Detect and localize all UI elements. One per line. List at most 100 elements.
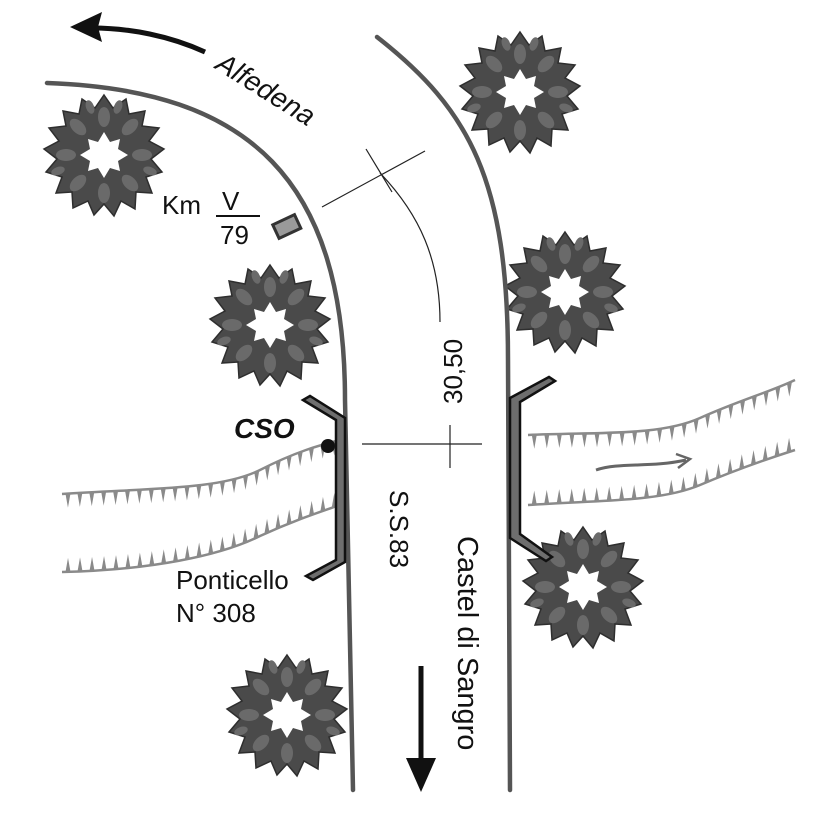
bank-tick (704, 468, 710, 483)
cso-label: CSO (234, 413, 295, 444)
stream-left-ticks (65, 441, 337, 572)
bank-tick (607, 432, 613, 447)
bank-tick (531, 434, 537, 449)
flow-arrow-icon (595, 452, 693, 472)
measurement-lines (321, 148, 482, 468)
bank-tick (739, 454, 745, 469)
bank-tick (619, 432, 625, 447)
bank-tick (149, 551, 155, 566)
km-numerator-label: V (222, 186, 240, 216)
bank-tick (275, 461, 281, 476)
bank-tick (693, 419, 699, 434)
bank-tick (657, 428, 663, 443)
bank-tick (619, 485, 625, 500)
bank-tick (231, 532, 237, 547)
bank-tick (219, 536, 225, 551)
bank-tick (581, 487, 587, 502)
bank-tick (556, 434, 562, 449)
bank-tick (113, 555, 119, 570)
direction-label-south: Castel di Sangro (451, 536, 483, 750)
bank-tick (253, 523, 259, 538)
stream-right-ticks (531, 382, 792, 505)
km-denominator-label: 79 (220, 220, 249, 250)
measurement-label: 30,50 (438, 339, 468, 404)
bank-tick (631, 484, 637, 499)
bank-tick (172, 487, 178, 502)
bank-tick (569, 433, 575, 448)
bank-tick (89, 492, 95, 507)
bank-tick (297, 505, 303, 520)
bank-tick (556, 489, 562, 504)
bank-tick (65, 557, 71, 572)
bank-tick (184, 545, 190, 560)
bank-tick (77, 492, 83, 507)
bank-tick (65, 493, 71, 508)
bank-tick (705, 414, 711, 429)
bank-tick (680, 476, 686, 491)
bank-tick (728, 405, 734, 420)
bank-tick (286, 456, 292, 471)
tree-icon (43, 94, 165, 217)
bank-tick (264, 518, 270, 533)
bridge-left (300, 394, 347, 582)
stream-left (61, 438, 341, 574)
bank-tick (716, 409, 722, 424)
bank-tick (77, 557, 83, 572)
bank-tick (254, 471, 260, 486)
bank-tick (124, 490, 130, 505)
bank-tick (727, 458, 733, 473)
bank-tick (196, 542, 202, 557)
bank-tick (125, 553, 131, 568)
bank-tick (275, 514, 281, 529)
bank-tick (786, 382, 792, 397)
bank-tick (668, 479, 674, 494)
bank-tick (208, 483, 214, 498)
bank-tick (136, 489, 142, 504)
bank-tick (264, 466, 270, 481)
bank-tick (101, 556, 107, 571)
bank-tick (242, 475, 248, 490)
bank-tick (173, 547, 179, 562)
bank-tick (196, 485, 202, 500)
bank-tick (739, 400, 745, 415)
bank-tick (692, 472, 698, 487)
bank-tick (644, 483, 650, 498)
bank-tick (208, 539, 214, 554)
bank-tick (148, 489, 154, 504)
bank-tick (231, 479, 237, 494)
bank-tick (137, 552, 143, 567)
bank-tick (569, 488, 575, 503)
bank-tick (242, 528, 248, 543)
point-marker-icon (321, 439, 335, 453)
bank-tick (297, 452, 303, 467)
bank-tick (751, 396, 757, 411)
bank-tick (669, 426, 675, 441)
bank-tick (715, 463, 721, 478)
direction-label-north: Alfedena (209, 46, 321, 132)
bank-tick (309, 500, 315, 515)
tree-icon (209, 264, 331, 387)
bank-tick (89, 556, 95, 571)
bank-tick (161, 549, 167, 564)
bank-tick (219, 481, 225, 496)
bridge-number-label: N° 308 (176, 598, 256, 628)
bridge-name-label: Ponticello (176, 565, 289, 595)
bank-tick (101, 491, 107, 506)
bank-tick (184, 486, 190, 501)
bank-tick (531, 490, 537, 505)
road-edge-right (374, 34, 513, 793)
bank-tick (581, 433, 587, 448)
km-prefix-label: Km (162, 190, 201, 220)
bank-tick (751, 449, 757, 464)
bank-tick (320, 496, 326, 511)
bank-tick (544, 434, 550, 449)
bank-tick (644, 430, 650, 445)
tree-icon (504, 231, 626, 354)
bridge-right (508, 375, 558, 563)
bank-tick (763, 391, 769, 406)
arrow-down-icon (406, 666, 436, 792)
bank-tick (308, 448, 314, 463)
bank-tick (681, 423, 687, 438)
bank-tick (594, 487, 600, 502)
tree-icon (459, 31, 581, 154)
